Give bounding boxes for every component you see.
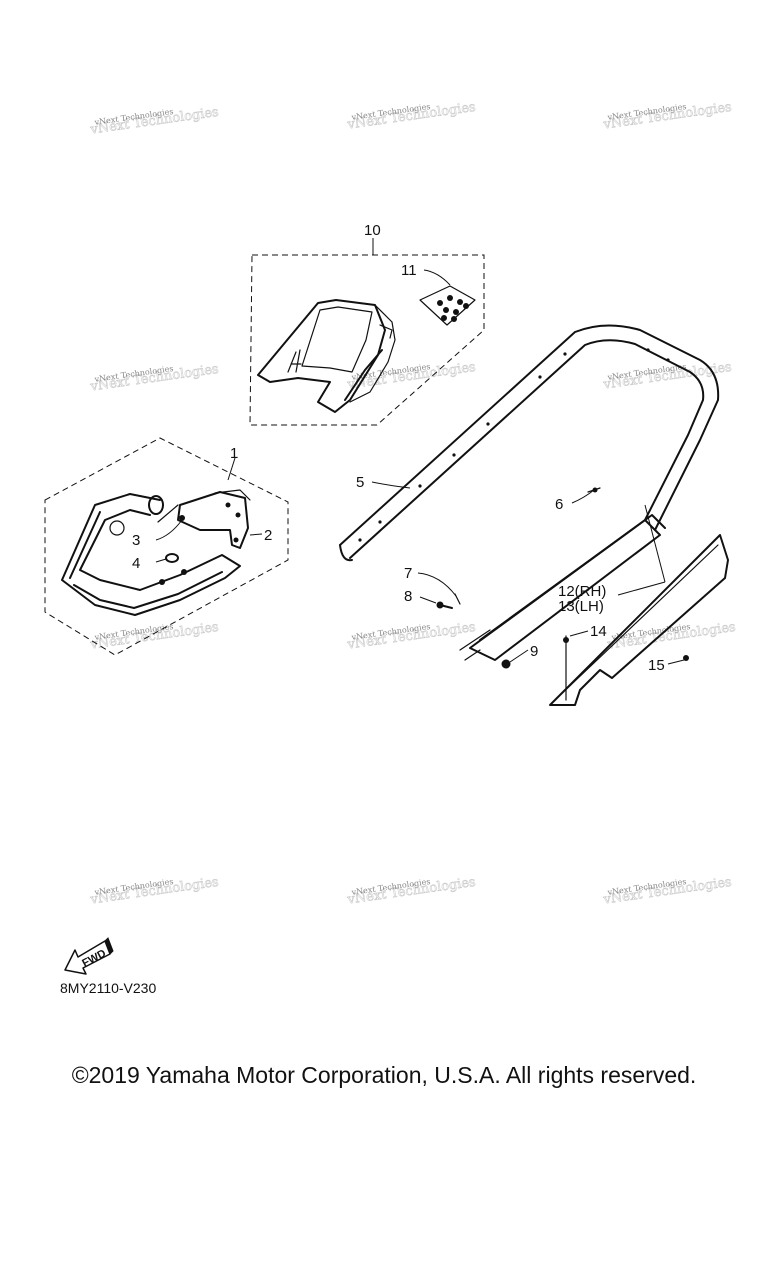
part-3-bolt — [179, 515, 185, 521]
clip-icon — [437, 300, 443, 306]
watermark: vNext Technologies vNext Technologies — [601, 99, 733, 133]
part-1-bumper — [61, 493, 241, 616]
clip-icon — [447, 295, 453, 301]
callout-4: 4 — [132, 555, 140, 572]
diagram-code: 8MY2110-V230 — [60, 980, 157, 996]
part-12-13-lower-rail — [459, 514, 666, 661]
watermark: vNext Technologies vNext Technologies — [345, 874, 477, 908]
part-4-grommet — [165, 553, 179, 563]
watermark: vNext Technologies vNext Technologies — [345, 99, 477, 133]
part-10-tray — [257, 299, 396, 413]
part-8-bolt-head — [436, 601, 444, 609]
callout-11: 11 — [401, 262, 417, 279]
clip-icon — [441, 315, 447, 321]
watermark: vNext Technologies vNext Technologies — [88, 104, 220, 138]
clip-icon — [463, 303, 469, 309]
watermark: vNext Technologies vNext Technologies — [601, 874, 733, 908]
kit-1-boundary — [44, 437, 289, 656]
copyright-notice: ©2019 Yamaha Motor Corporation, U.S.A. A… — [71, 1062, 697, 1088]
fwd-arrow-icon: FWD — [64, 937, 114, 975]
leader-lines — [155, 238, 685, 665]
callout-2: 2 — [264, 527, 272, 544]
clip-icon — [457, 299, 463, 305]
watermark: vNext Technologies vNext Technologies — [345, 619, 477, 653]
callout-9: 9 — [530, 643, 538, 660]
clip-icon — [453, 309, 459, 315]
callout-13: 13(LH) — [558, 598, 604, 615]
part-14-bolt-head — [563, 637, 569, 643]
callout-7: 7 — [404, 565, 412, 582]
callout-1: 1 — [230, 445, 238, 462]
part-15-track-rail — [549, 534, 729, 706]
part-2-bracket — [157, 489, 251, 549]
clip-icon — [443, 307, 449, 313]
watermark: vNext Technologies vNext Technologies — [345, 359, 477, 393]
fwd-label: FWD — [80, 947, 108, 969]
callout-3: 3 — [132, 532, 140, 549]
callout-12: 12(RH) — [558, 583, 606, 600]
callout-6: 6 — [555, 496, 563, 513]
watermark: vNext Technologies vNext Technologies — [88, 361, 220, 395]
callout-10: 10 — [364, 222, 381, 239]
watermark: vNext Technologies vNext Technologies — [88, 619, 220, 653]
part-9-nut — [501, 659, 511, 669]
callout-14: 14 — [590, 623, 607, 640]
part-11-clips — [419, 285, 476, 326]
watermark: vNext Technologies vNext Technologies — [88, 874, 220, 908]
callout-5: 5 — [356, 474, 364, 491]
kit-10-boundary — [249, 254, 485, 426]
clip-icon — [451, 316, 457, 322]
part-15-rivet — [683, 655, 689, 661]
callout-8: 8 — [404, 588, 412, 605]
part-5-rail — [339, 324, 720, 562]
callout-15: 15 — [648, 657, 665, 674]
